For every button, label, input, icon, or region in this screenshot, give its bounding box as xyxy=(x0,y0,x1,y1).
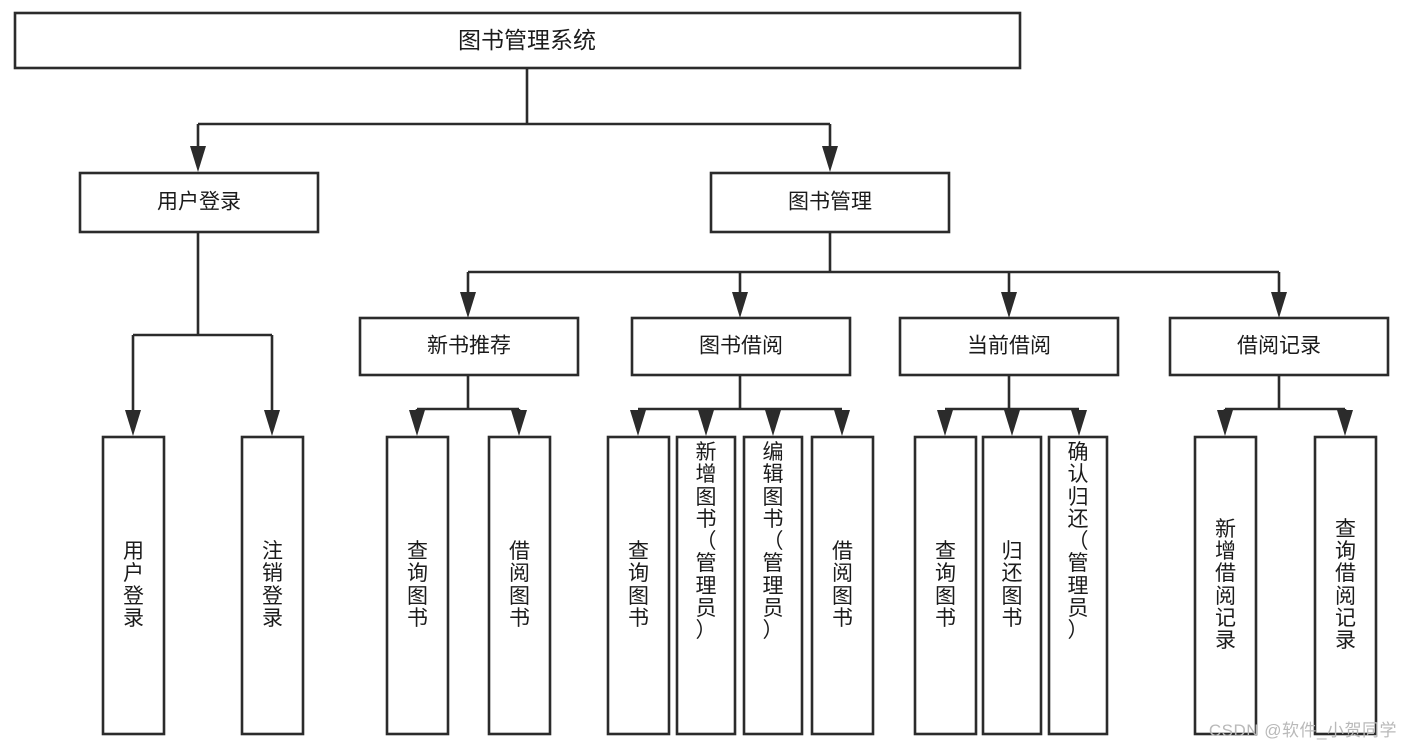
watermark-text: CSDN @软件_小贺同学 xyxy=(1208,721,1397,740)
arrowhead-leaf-borrow-book-1 xyxy=(511,410,527,436)
leaf-boxes-group xyxy=(101,435,1378,736)
leaf-query-record-box[interactable] xyxy=(1313,435,1378,736)
node-new-book-rec[interactable]: 新书推荐 xyxy=(358,316,580,377)
leaf-add-record-box[interactable] xyxy=(1193,435,1258,736)
node-book-borrow-label: 图书借阅 xyxy=(699,335,783,358)
arrowhead-new-book-rec xyxy=(460,292,476,318)
arrowhead-leaf-query-record xyxy=(1337,410,1353,436)
leaf-return-book-box[interactable] xyxy=(981,435,1043,736)
arrowhead-borrow-record xyxy=(1271,292,1287,318)
arrowhead-leaf-return-book xyxy=(1004,410,1020,436)
node-user-login-box[interactable] xyxy=(78,171,320,234)
leaf-edit-book-box[interactable] xyxy=(742,435,804,736)
node-user-login-label: 用户登录 xyxy=(157,191,241,214)
node-current-borrow-box[interactable] xyxy=(898,316,1120,377)
node-book-manage-label: 图书管理 xyxy=(788,191,872,214)
leaf-query-book-1-box[interactable] xyxy=(385,435,450,736)
leaf-add-book-box[interactable] xyxy=(675,435,737,736)
node-borrow-record[interactable]: 借阅记录 xyxy=(1168,316,1390,377)
node-root-box[interactable] xyxy=(13,11,1022,70)
arrowhead-book-manage xyxy=(822,146,838,172)
node-borrow-record-label: 借阅记录 xyxy=(1237,335,1321,358)
node-book-borrow[interactable]: 图书借阅 xyxy=(630,316,852,377)
leaf-borrow-book-2-box[interactable] xyxy=(810,435,875,736)
arrowhead-leaf-query-book-1 xyxy=(409,410,425,436)
leaf-confirm-return-box[interactable] xyxy=(1047,435,1109,736)
arrowhead-leaf-user-login xyxy=(125,410,141,436)
arrowhead-current-borrow xyxy=(1001,292,1017,318)
arrowhead-book-borrow xyxy=(732,292,748,318)
leaf-query-book-3-box[interactable] xyxy=(913,435,978,736)
arrowhead-leaf-edit-book xyxy=(765,410,781,436)
leaf-query-book-2-box[interactable] xyxy=(606,435,671,736)
leaf-logout-box[interactable] xyxy=(240,435,305,736)
leaf-user-login-box[interactable] xyxy=(101,435,166,736)
arrowhead-leaf-add-record xyxy=(1217,410,1233,436)
arrowhead-leaf-confirm-return xyxy=(1071,410,1087,436)
arrowhead-leaf-query-book-3 xyxy=(937,410,953,436)
node-new-book-rec-label: 新书推荐 xyxy=(427,335,511,358)
leaf-borrow-book-1-box[interactable] xyxy=(487,435,552,736)
node-root[interactable]: 图书管理系统 xyxy=(13,11,1022,70)
node-book-manage[interactable]: 图书管理 xyxy=(709,171,951,234)
arrowhead-user-login xyxy=(190,146,206,172)
node-user-login[interactable]: 用户登录 xyxy=(78,171,320,234)
node-root-label: 图书管理系统 xyxy=(458,27,596,53)
arrowhead-leaf-logout xyxy=(264,410,280,436)
node-book-borrow-box[interactable] xyxy=(630,316,852,377)
node-new-book-rec-box[interactable] xyxy=(358,316,580,377)
node-borrow-record-box[interactable] xyxy=(1168,316,1390,377)
edges-group xyxy=(125,68,1353,436)
arrowhead-leaf-add-book xyxy=(698,410,714,436)
arrowhead-leaf-borrow-book-2 xyxy=(834,410,850,436)
node-current-borrow-label: 当前借阅 xyxy=(967,335,1051,358)
node-book-manage-box[interactable] xyxy=(709,171,951,234)
node-current-borrow[interactable]: 当前借阅 xyxy=(898,316,1120,377)
arrowhead-leaf-query-book-2 xyxy=(630,410,646,436)
